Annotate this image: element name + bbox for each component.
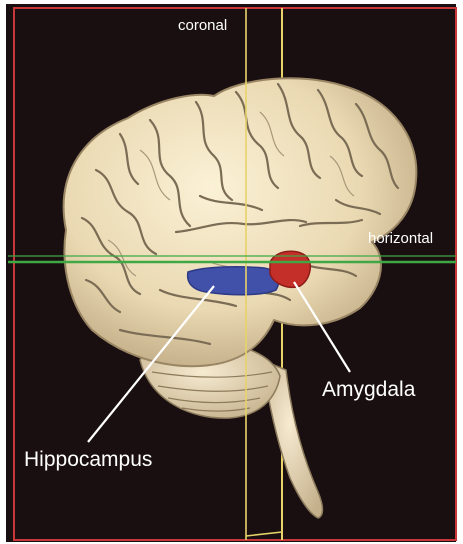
hippocampus-label: Hippocampus [24,448,152,471]
horizontal-plane-label: horizontal [368,230,433,247]
hippocampus-structure [188,267,279,295]
amygdala-structure [270,251,310,287]
coronal-plane-label: coronal [178,17,227,34]
amygdala-label: Amygdala [322,378,416,401]
